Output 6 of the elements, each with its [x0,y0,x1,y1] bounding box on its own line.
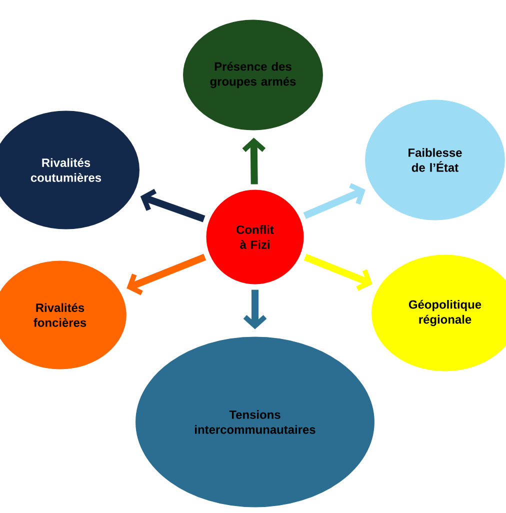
arrow [243,290,267,330]
arrow [126,254,206,296]
arrow [304,254,372,291]
arrow [303,183,366,219]
arrow [242,138,266,184]
arrow [140,188,206,222]
